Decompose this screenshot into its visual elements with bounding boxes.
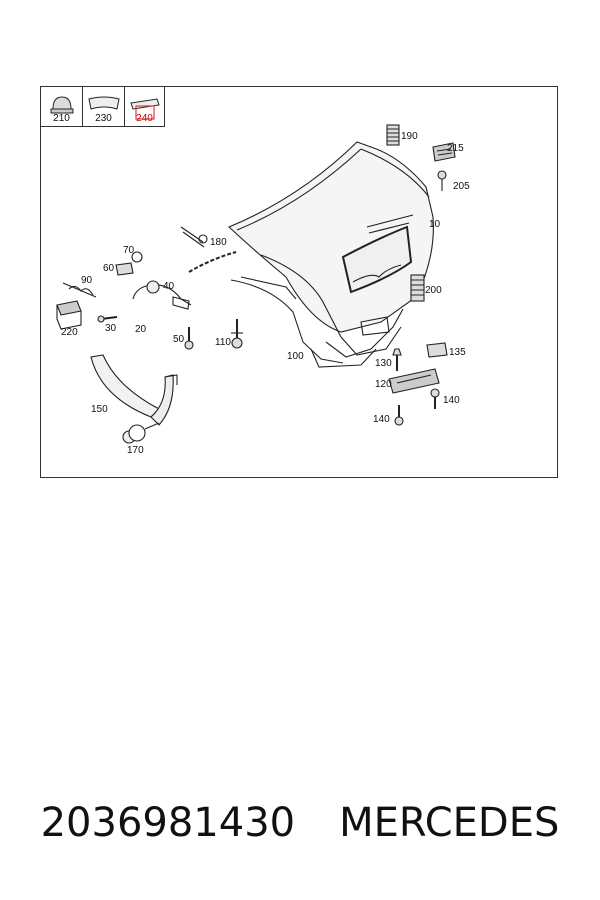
part-label: 190	[401, 131, 418, 142]
legend-cell-240[interactable]: 240	[125, 87, 165, 127]
brand-name: MERCEDES	[339, 800, 560, 846]
clip-strip-icon	[130, 98, 160, 120]
part-label: 20	[135, 324, 147, 335]
trunk-lid-exploded-view: 190 215 205 10 180 70 60 40 90 200 220 3…	[56, 124, 470, 456]
part-label: 120	[375, 379, 392, 390]
part-label: 40	[163, 281, 175, 292]
part-label: 200	[425, 285, 442, 296]
part-label: 30	[105, 323, 117, 334]
part-label: 215	[447, 143, 464, 154]
part-label: 140	[443, 395, 460, 406]
legend-number: 210	[53, 113, 70, 124]
part-label: 170	[127, 445, 144, 456]
trim-panel-icon	[88, 96, 120, 110]
part-label: 220	[61, 327, 78, 338]
part-label: 110	[215, 337, 231, 348]
part-label: 70	[123, 245, 135, 256]
legend-cell-230[interactable]: 230	[83, 87, 125, 127]
part-label: 90	[81, 275, 93, 286]
part-label: 135	[449, 347, 466, 358]
product-caption: 2036981430 MERCEDES	[0, 800, 600, 846]
legend-number: 230	[95, 113, 112, 124]
legend-cell-210[interactable]: 210	[41, 87, 83, 127]
legend-number: 240	[136, 113, 153, 124]
part-label: 140	[373, 414, 390, 425]
part-label: 50	[173, 334, 185, 345]
part-label: 150	[91, 404, 108, 415]
part-label: 10	[429, 219, 441, 230]
part-label: 100	[287, 351, 304, 362]
part-label: 205	[453, 181, 470, 192]
part-label: 180	[210, 237, 227, 248]
part-label: 130	[375, 358, 392, 369]
parts-diagram-frame: 210 230 240	[40, 86, 558, 478]
part-label: 60	[103, 263, 115, 274]
grommet-plug-icon	[50, 96, 74, 114]
part-number: 2036981430	[40, 800, 296, 846]
